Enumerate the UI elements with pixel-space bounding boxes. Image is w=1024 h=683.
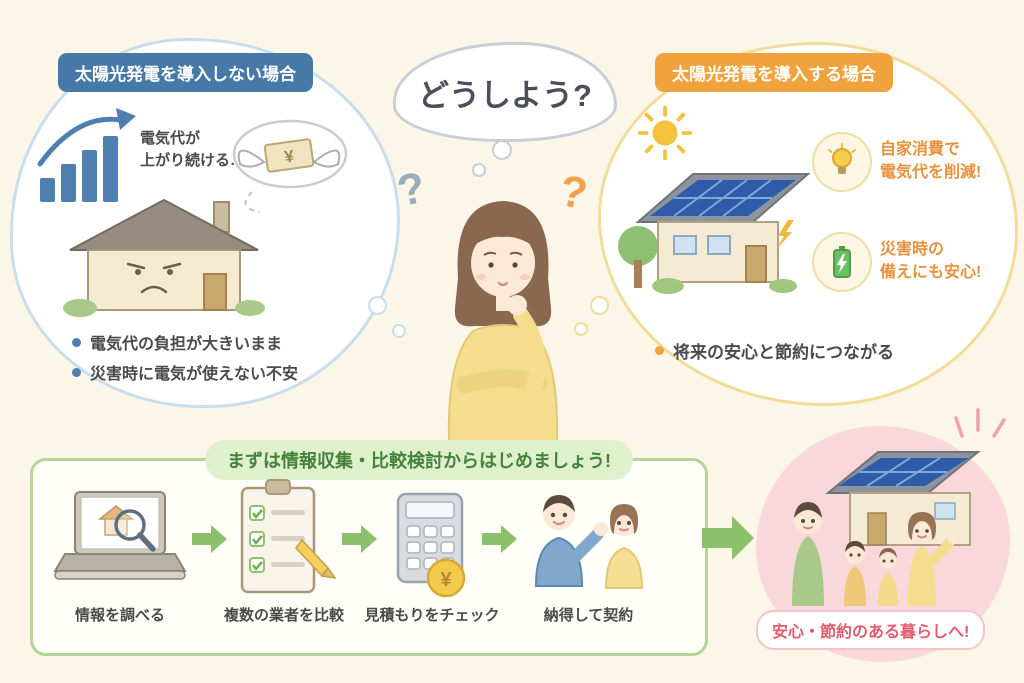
lightbulb-glyph	[828, 143, 856, 174]
svg-text:¥: ¥	[440, 569, 452, 591]
no-solar-header: 太陽光発電を導入しない場合	[58, 53, 313, 92]
step-label-contract: 納得して契約	[543, 607, 634, 624]
thinking-woman-illustration	[447, 201, 559, 442]
benefit-disaster: 災害時の 備えにも安心!	[880, 241, 982, 282]
thought-cloud: どうしよう?	[393, 42, 617, 142]
step-label-estimate: 見積もりをチェック	[364, 607, 500, 624]
arrow-to-result-icon	[702, 516, 754, 560]
thought-trail-circle	[368, 296, 387, 315]
thought-trail-circle	[590, 296, 609, 315]
step-label-research: 情報を調べる	[74, 607, 165, 624]
battery-icon	[812, 232, 872, 292]
contract-people-icon	[534, 495, 644, 589]
bullet-dot-icon	[655, 346, 664, 355]
rising-cost-chart-icon	[37, 108, 136, 202]
thought-trail-circle	[574, 322, 588, 336]
lightbulb-icon	[812, 132, 872, 192]
sad-house-icon	[63, 198, 265, 317]
sparkle-icon	[954, 408, 1006, 438]
laptop-search-icon	[53, 491, 187, 580]
sun-icon	[637, 105, 693, 161]
thought-trail-circle	[472, 163, 486, 177]
solar-bullet: 将来の安心と節約につながる	[655, 338, 894, 363]
thought-text: どうしよう?	[418, 77, 592, 113]
solar-house-icon	[618, 173, 811, 294]
rising-cost-note: 電気代が 上がり続ける…	[140, 130, 246, 169]
bullet-dot-icon	[72, 367, 81, 377]
step-label-compare: 複数の業者を比較	[223, 607, 344, 624]
calculator-estimate-icon: ¥	[396, 492, 466, 598]
battery-glyph	[833, 246, 851, 278]
process-header: まずは情報収集・比較検討からはじめましょう!	[205, 440, 633, 480]
solar-header: 太陽光発電を導入する場合	[655, 53, 893, 92]
thought-trail-circle	[492, 140, 512, 160]
no-solar-bullet-2: 災害時に電気が使えない不安	[72, 360, 298, 384]
result-badge: 安心・節約のある暮らしへ!	[756, 610, 986, 650]
svg-text:¥: ¥	[283, 146, 296, 166]
no-solar-bullet-1: 電気代の負担が大きいまま	[72, 330, 282, 354]
arrow-right-icon	[192, 525, 227, 553]
bullet-dot-icon	[72, 337, 81, 347]
arrow-right-icon	[342, 525, 377, 553]
flying-money-icon: ¥	[232, 119, 348, 214]
clipboard-compare-icon	[240, 479, 337, 594]
benefit-self-consumption: 自家消費で 電気代を削減!	[880, 141, 982, 182]
arrow-right-icon	[482, 525, 517, 553]
thought-trail-circle	[392, 324, 406, 338]
happy-family-house-illustration	[792, 451, 981, 606]
